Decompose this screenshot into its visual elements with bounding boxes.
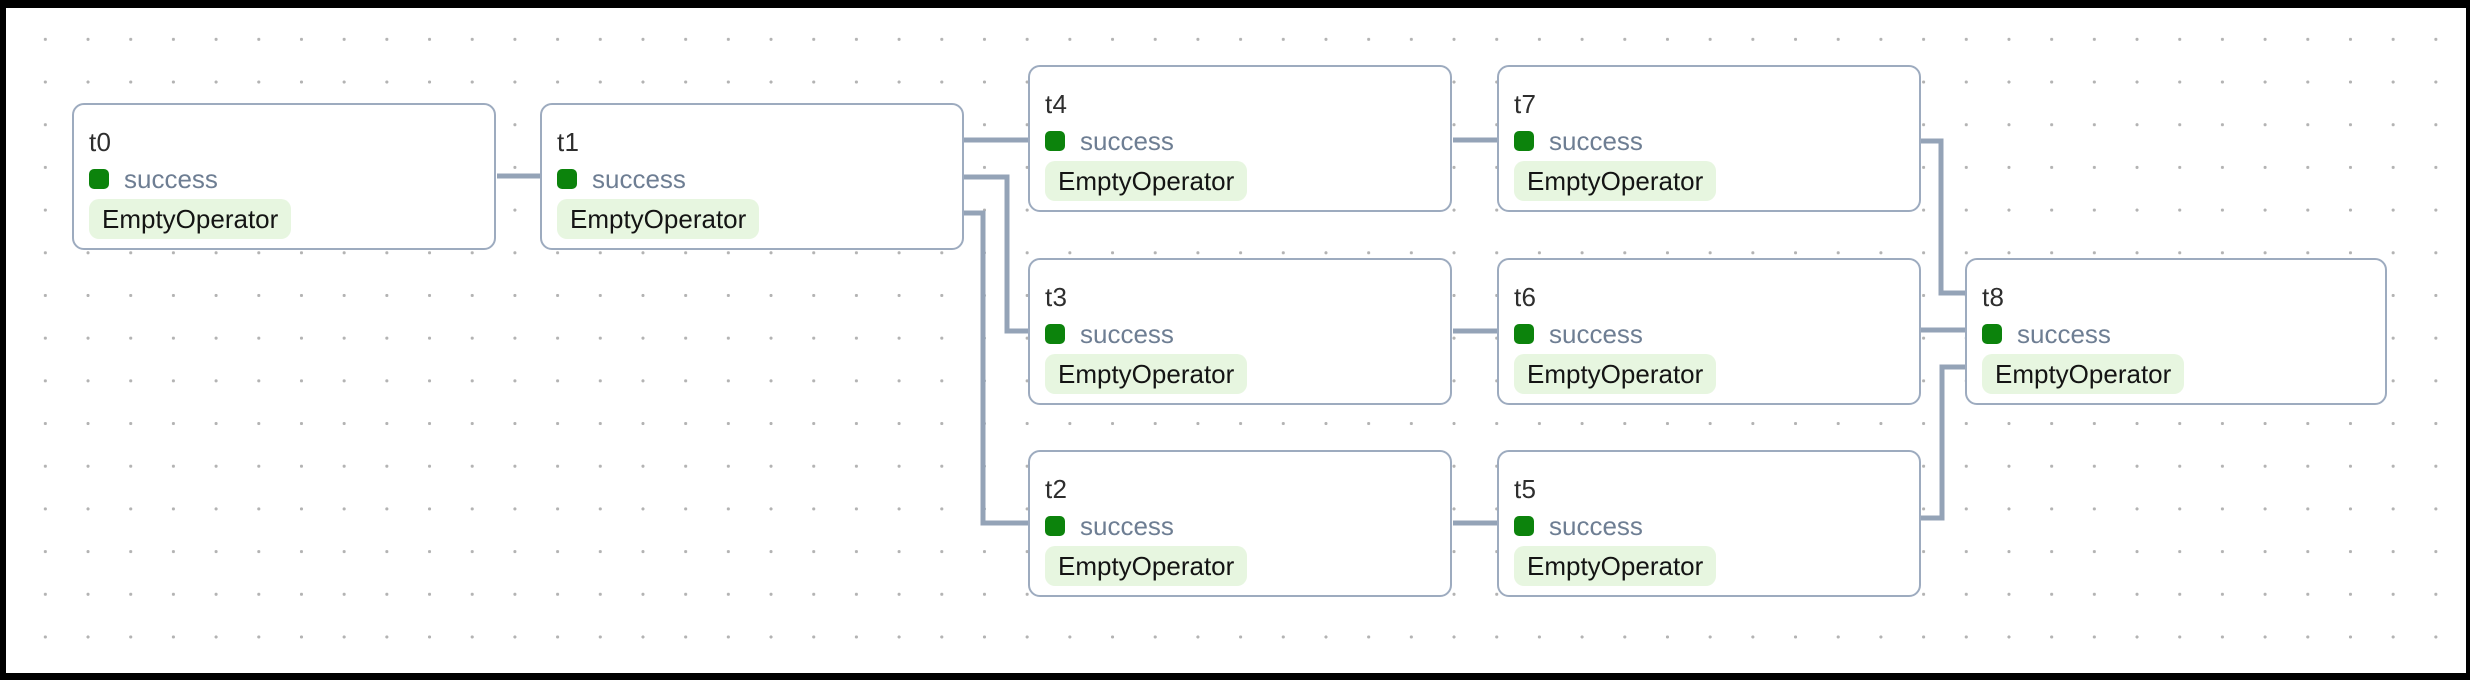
- status-success-icon: [557, 169, 577, 189]
- operator-badge: EmptyOperator: [1514, 161, 1717, 201]
- status-success-icon: [1514, 131, 1534, 151]
- task-node-t6[interactable]: t6 success EmptyOperator: [1497, 258, 1921, 405]
- task-node-t0[interactable]: t0 success EmptyOperator: [72, 103, 496, 250]
- status-success-icon: [1982, 324, 2002, 344]
- task-status-row: success: [1045, 123, 1174, 159]
- status-success-icon: [1514, 516, 1534, 536]
- task-status-row: success: [1045, 316, 1174, 352]
- task-node-t8[interactable]: t8 success EmptyOperator: [1965, 258, 2387, 405]
- operator-badge: EmptyOperator: [557, 199, 760, 239]
- edge-t1-t3: [963, 174, 1028, 334]
- status-label: success: [1549, 318, 1643, 349]
- task-status-row: success: [1514, 508, 1643, 544]
- task-name: t7: [1514, 89, 1537, 119]
- operator-badge: EmptyOperator: [1514, 546, 1717, 586]
- operator-badge: EmptyOperator: [1045, 546, 1248, 586]
- task-node-t5[interactable]: t5 success EmptyOperator: [1497, 450, 1921, 597]
- operator-badge: EmptyOperator: [1045, 161, 1248, 201]
- task-node-t2[interactable]: t2 success EmptyOperator: [1028, 450, 1452, 597]
- status-label: success: [1549, 125, 1643, 156]
- edge-t5-t8: [1920, 364, 1965, 521]
- task-name: t2: [1045, 474, 1068, 504]
- status-label: success: [1549, 510, 1643, 541]
- status-success-icon: [1045, 324, 1065, 344]
- edge-t7-t8: [1920, 138, 1965, 296]
- edge-t1-t2: [963, 210, 1028, 526]
- task-name: t6: [1514, 282, 1537, 312]
- status-label: success: [1080, 318, 1174, 349]
- operator-badge: EmptyOperator: [89, 199, 292, 239]
- task-node-t3[interactable]: t3 success EmptyOperator: [1028, 258, 1452, 405]
- task-status-row: success: [1514, 316, 1643, 352]
- task-node-t7[interactable]: t7 success EmptyOperator: [1497, 65, 1921, 212]
- task-node-t1[interactable]: t1 success EmptyOperator: [540, 103, 964, 250]
- status-success-icon: [1045, 516, 1065, 536]
- task-name: t0: [89, 127, 112, 157]
- status-label: success: [1080, 510, 1174, 541]
- task-name: t4: [1045, 89, 1068, 119]
- status-success-icon: [89, 169, 109, 189]
- task-name: t3: [1045, 282, 1068, 312]
- task-status-row: success: [1514, 123, 1643, 159]
- task-name: t8: [1982, 282, 2005, 312]
- task-name: t1: [557, 127, 580, 157]
- status-label: success: [1080, 125, 1174, 156]
- status-label: success: [2017, 318, 2111, 349]
- status-label: success: [592, 163, 686, 194]
- operator-badge: EmptyOperator: [1514, 354, 1717, 394]
- task-status-row: success: [557, 161, 686, 197]
- status-success-icon: [1045, 131, 1065, 151]
- task-status-row: success: [1982, 316, 2111, 352]
- status-label: success: [124, 163, 218, 194]
- task-name: t5: [1514, 474, 1537, 504]
- operator-badge: EmptyOperator: [1982, 354, 2185, 394]
- task-status-row: success: [1045, 508, 1174, 544]
- task-status-row: success: [89, 161, 218, 197]
- task-node-t4[interactable]: t4 success EmptyOperator: [1028, 65, 1452, 212]
- operator-badge: EmptyOperator: [1045, 354, 1248, 394]
- status-success-icon: [1514, 324, 1534, 344]
